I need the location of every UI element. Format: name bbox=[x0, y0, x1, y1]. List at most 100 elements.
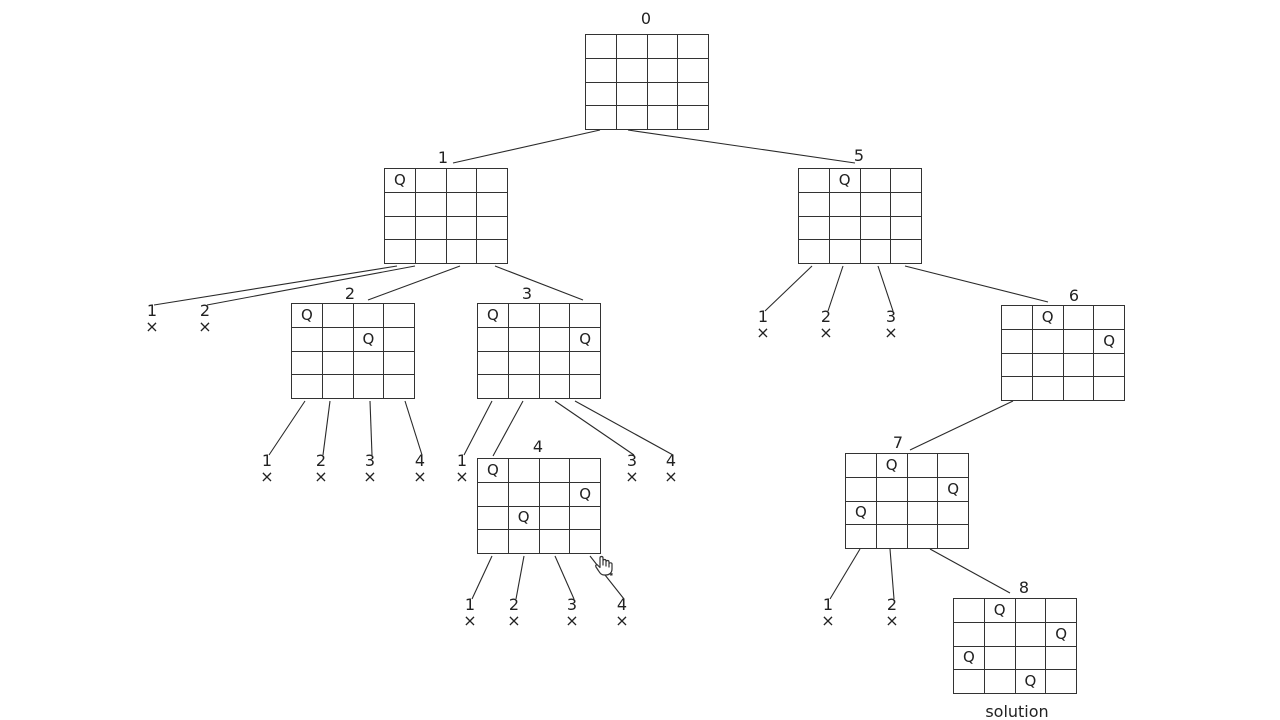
dead-end-edge bbox=[404, 400, 423, 456]
board-cell bbox=[860, 240, 892, 264]
dead-end-branch: 2× bbox=[198, 303, 211, 335]
board-cell: Q bbox=[292, 304, 323, 328]
dead-end-edge bbox=[463, 400, 493, 456]
dead-end-column-label: 2 bbox=[315, 451, 327, 470]
board-cell bbox=[891, 169, 922, 193]
board-cell bbox=[539, 482, 571, 507]
board-node-4: Q Q Q bbox=[477, 458, 601, 554]
dead-end-branch: 2× bbox=[314, 453, 327, 485]
board-cell bbox=[829, 192, 861, 217]
board-cell bbox=[508, 327, 540, 352]
dead-end-column-label: 2 bbox=[886, 595, 898, 614]
queen-marker: Q bbox=[393, 170, 406, 189]
board-cell bbox=[508, 375, 540, 399]
board-cell bbox=[616, 106, 648, 130]
queen-marker: Q bbox=[579, 329, 592, 348]
dead-end-column-label: 3 bbox=[626, 451, 638, 470]
node-label-8: 8 bbox=[1018, 578, 1030, 597]
dead-end-branch: 3× bbox=[884, 309, 897, 341]
board-cell bbox=[539, 304, 571, 328]
board-cell: Q bbox=[1094, 329, 1125, 354]
board-cell bbox=[508, 351, 540, 376]
board-cell bbox=[876, 477, 908, 502]
dead-end-cross-mark: × bbox=[819, 323, 833, 342]
board-cell bbox=[678, 58, 709, 83]
board-cell bbox=[1094, 377, 1125, 401]
board-cell bbox=[1094, 353, 1125, 378]
board-cell: Q bbox=[508, 506, 540, 531]
hand-pointer-icon bbox=[595, 555, 613, 576]
dead-end-column-label: 1 bbox=[261, 451, 273, 470]
board-cell: Q bbox=[570, 482, 601, 507]
dead-end-branch: 2× bbox=[819, 309, 832, 341]
dead-end-edge bbox=[889, 548, 895, 600]
board-cell bbox=[876, 525, 908, 549]
board-cell bbox=[1094, 306, 1125, 330]
board-cell bbox=[477, 192, 508, 217]
board-cell bbox=[384, 304, 415, 328]
queen-marker: Q bbox=[362, 329, 375, 348]
board-cell bbox=[860, 216, 892, 241]
board-cell bbox=[1032, 353, 1064, 378]
board-cell bbox=[647, 106, 679, 130]
board-cell: Q bbox=[353, 327, 385, 352]
dead-end-column-label: 1 bbox=[146, 301, 158, 320]
dead-end-branch: 4× bbox=[615, 597, 628, 629]
dead-end-branch: 4× bbox=[413, 453, 426, 485]
dead-end-cross-mark: × bbox=[625, 467, 639, 486]
dead-end-branch: 3× bbox=[625, 453, 638, 485]
dead-end-cross-mark: × bbox=[615, 611, 629, 630]
dead-end-cross-mark: × bbox=[314, 467, 328, 486]
board-cell bbox=[1032, 377, 1064, 401]
queen-marker: Q bbox=[486, 460, 499, 479]
dead-end-cross-mark: × bbox=[821, 611, 835, 630]
board-cell bbox=[570, 351, 601, 376]
board-cell bbox=[1063, 353, 1095, 378]
board-cell bbox=[1002, 377, 1033, 401]
board-cell bbox=[446, 240, 478, 264]
board-cell bbox=[478, 375, 509, 399]
board-cell bbox=[1046, 670, 1077, 694]
board-cell bbox=[1015, 646, 1047, 671]
board-cell bbox=[846, 525, 877, 549]
queen-marker: Q bbox=[1041, 307, 1054, 326]
dead-end-column-label: 1 bbox=[456, 451, 468, 470]
board-cell bbox=[292, 327, 323, 352]
board-cell bbox=[647, 82, 679, 107]
tree-edge-0-1 bbox=[452, 129, 601, 164]
board-cell: Q bbox=[876, 454, 908, 478]
board-cell bbox=[353, 351, 385, 376]
dead-end-cross-mark: × bbox=[756, 323, 770, 342]
board-cell bbox=[799, 192, 830, 217]
dead-end-edge bbox=[554, 400, 635, 456]
dead-end-cross-mark: × bbox=[885, 611, 899, 630]
board-cell bbox=[477, 169, 508, 193]
board-cell bbox=[478, 482, 509, 507]
dead-end-branch: 1× bbox=[756, 309, 769, 341]
board-cell bbox=[860, 169, 892, 193]
queen-marker: Q bbox=[993, 600, 1006, 619]
board-cell bbox=[954, 670, 985, 694]
dead-end-branch: 4× bbox=[664, 453, 677, 485]
dead-end-branch: 3× bbox=[565, 597, 578, 629]
dead-end-edge bbox=[829, 548, 861, 600]
board-cell bbox=[446, 216, 478, 241]
board-cell: Q bbox=[478, 459, 509, 483]
dead-end-column-label: 4 bbox=[616, 595, 628, 614]
board-cell bbox=[1002, 306, 1033, 330]
dead-end-edge bbox=[268, 400, 306, 456]
dead-end-cross-mark: × bbox=[884, 323, 898, 342]
board-cell: Q bbox=[478, 304, 509, 328]
queen-marker: Q bbox=[579, 484, 592, 503]
board-cell bbox=[292, 375, 323, 399]
board-cell bbox=[907, 477, 939, 502]
board-cell bbox=[570, 304, 601, 328]
dead-end-column-label: 4 bbox=[414, 451, 426, 470]
board-cell bbox=[415, 216, 447, 241]
tree-edge-3-4 bbox=[492, 400, 524, 457]
board-cell bbox=[984, 622, 1016, 647]
board-cell bbox=[384, 375, 415, 399]
